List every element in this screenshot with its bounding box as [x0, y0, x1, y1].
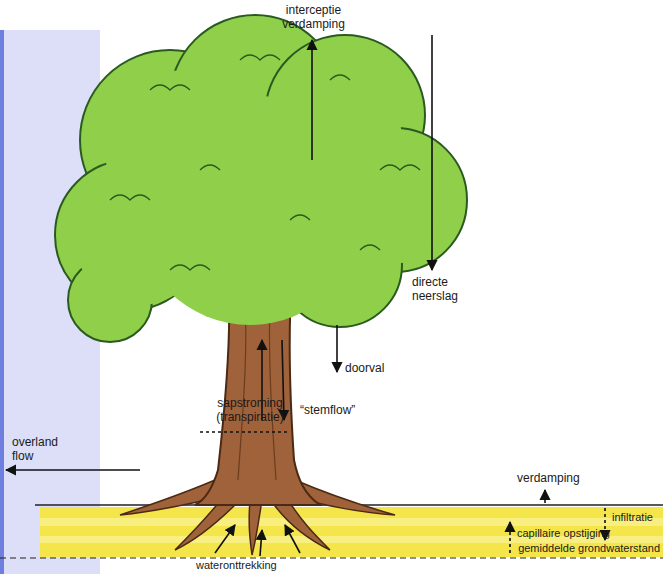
soil-bands — [0, 505, 663, 558]
flow-label: verdamping — [517, 472, 580, 486]
flow-label: sapstroming (transpiratie) — [200, 397, 300, 425]
flow-label: infiltratie — [612, 511, 653, 524]
leaf-strokes — [110, 55, 420, 270]
flow-label: wateronttrekking — [196, 559, 277, 572]
flow-label: interceptie verdamping — [276, 4, 351, 32]
flow-label: directe neerslag — [412, 276, 472, 304]
flow-label: doorval — [345, 362, 384, 376]
flow-label: overland flow — [12, 436, 72, 464]
canopy-fill — [75, 68, 442, 333]
canopy — [55, 15, 467, 342]
flow-label: capillaire opstijging — [517, 527, 610, 540]
flow-label: “stemflow” — [300, 404, 355, 418]
bark-lines — [238, 300, 276, 480]
panel-border — [0, 30, 4, 574]
groundwater-label: gemiddelde grondwaterstand — [518, 542, 660, 555]
flow-arrows — [6, 35, 605, 556]
